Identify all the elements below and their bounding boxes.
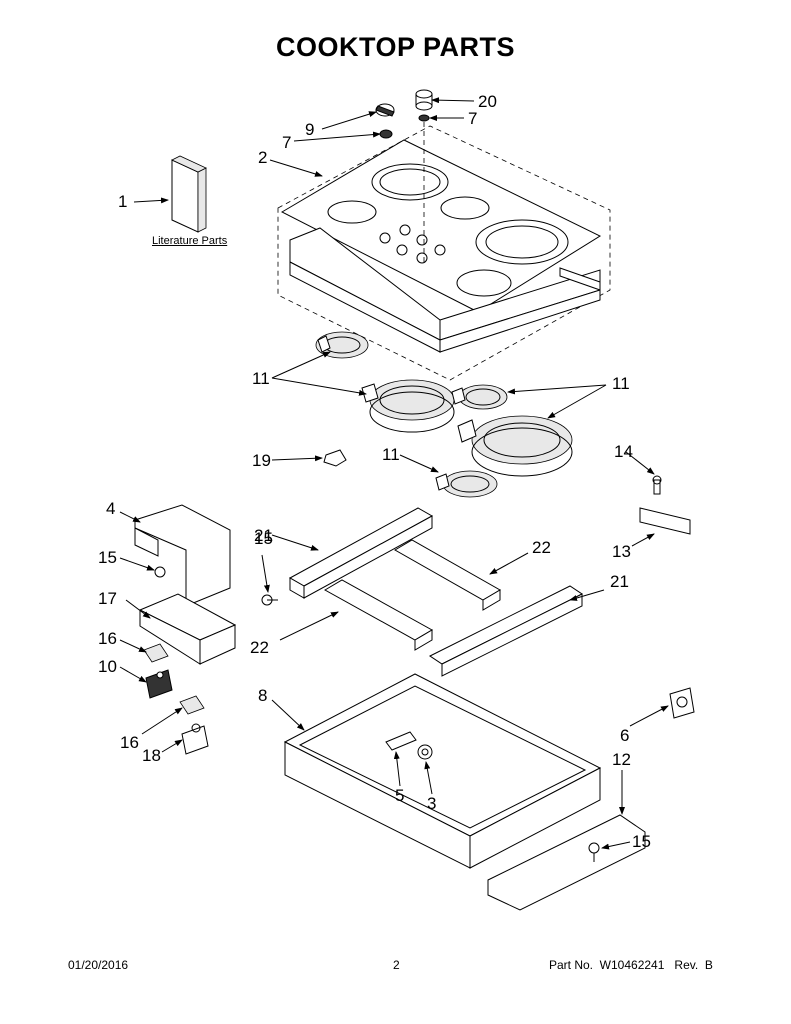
screw-rail: [261, 594, 278, 606]
callout-7-left: 7: [282, 133, 292, 152]
footer-page-number: 2: [393, 958, 400, 972]
callout-18: 18: [142, 746, 161, 765]
center-knob: [415, 89, 433, 111]
knob-seal-right: [418, 114, 430, 122]
support-rail-lower: [429, 585, 583, 677]
callout-6: 6: [620, 726, 630, 745]
footer-part-number: Part No. W10462241 Rev. B: [549, 958, 713, 972]
heating-element-center: [435, 470, 498, 498]
channel-lower: [323, 579, 434, 651]
screw-plate: [588, 842, 600, 862]
insulator-pad-upper: [143, 643, 169, 663]
callout-3: 3: [427, 794, 437, 813]
callout-17: 17: [98, 589, 117, 608]
callout-11-left: 11: [252, 369, 270, 388]
channel-upper: [394, 539, 501, 611]
callout-4: 4: [106, 499, 116, 518]
cover-plate: [487, 814, 646, 911]
infinite-switch: [181, 723, 209, 755]
callout-8: 8: [258, 686, 268, 705]
callout-21-lower: 21: [610, 572, 629, 591]
mounting-bracket: [639, 475, 691, 535]
control-box-cover: [134, 504, 231, 607]
callout-16-lower: 16: [120, 733, 139, 752]
support-rail-upper: [288, 507, 434, 599]
terminal-block: [385, 731, 417, 751]
callout-21-upper: 21: [254, 526, 273, 545]
callout-1: 1: [118, 192, 128, 211]
insulator-pad-lower: [179, 695, 205, 715]
callout-11-center: 11: [382, 445, 400, 464]
control-box-base: [138, 593, 237, 665]
callout-20: 20: [478, 92, 497, 111]
sensor: [323, 449, 347, 467]
callout-16-upper: 16: [98, 629, 117, 648]
callout-19: 19: [252, 451, 271, 470]
callout-15-box: 15: [98, 548, 117, 567]
base-pan: [283, 673, 602, 869]
callout-22-lower: 22: [250, 638, 269, 657]
callout-11-right: 11: [612, 374, 630, 393]
callout-5: 5: [395, 786, 405, 805]
callout-14: 14: [614, 442, 633, 461]
callout-12: 12: [612, 750, 631, 769]
strain-relief: [417, 744, 433, 760]
heating-element-large-left: [361, 379, 455, 433]
screw-box: [154, 566, 166, 578]
leader-lines: [119, 97, 669, 850]
page-title: COOKTOP PARTS: [275, 32, 516, 62]
literature-parts-booklet: [171, 155, 207, 233]
control-knob: [375, 103, 395, 117]
relay-switch: [145, 669, 173, 699]
heating-element-large-right: [457, 415, 573, 477]
heating-element-small-left: [315, 331, 369, 359]
callout-22-upper: 22: [532, 538, 551, 557]
knob-seal-left: [379, 129, 393, 139]
callout-10: 10: [98, 657, 117, 676]
literature-parts-label: Literature Parts: [152, 235, 228, 247]
junction-box: [669, 687, 695, 719]
cooktop-frame: [289, 227, 601, 353]
callout-15-plate: 15: [632, 832, 651, 851]
cooktop-glass-top: [277, 125, 611, 381]
callout-9: 9: [305, 120, 315, 139]
heating-element-small-right: [451, 384, 508, 410]
callout-7-right: 7: [468, 109, 478, 128]
footer-date: 01/20/2016: [68, 958, 129, 972]
callout-13: 13: [612, 542, 631, 561]
callout-2: 2: [258, 148, 268, 167]
callout-15-rail: 15: [254, 529, 273, 548]
